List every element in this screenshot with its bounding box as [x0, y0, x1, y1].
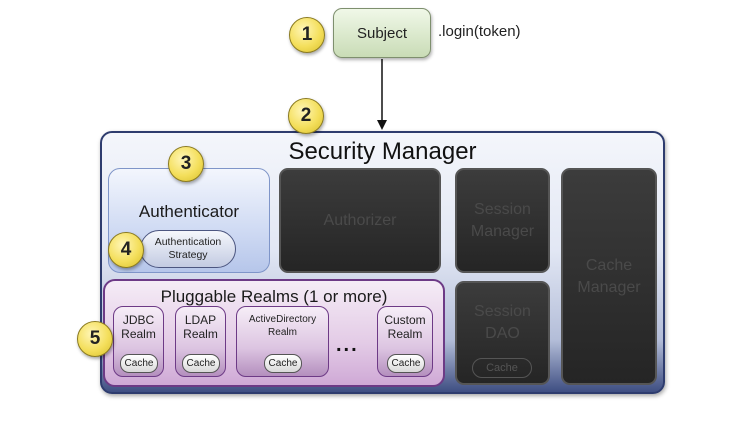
authentication-strategy-line2: Strategy	[168, 249, 208, 261]
step-badge-2: 2	[288, 98, 324, 134]
subject-node[interactable]: Subject	[333, 8, 431, 58]
realm-activedirectory[interactable]: ActiveDirectory Realm Cache	[236, 306, 329, 377]
step-badge-4: 4	[108, 232, 144, 268]
authorizer-box[interactable]: Authorizer	[279, 168, 441, 273]
more-realms-ellipsis: ...	[336, 334, 359, 356]
step-badge-5: 5	[77, 321, 113, 357]
realm-activedirectory-cache: Cache	[264, 354, 302, 373]
authenticator-title: Authenticator	[138, 202, 240, 221]
login-method-label: .login(token)	[438, 23, 521, 40]
session-manager-line2: Manager	[470, 222, 535, 240]
realm-jdbc[interactable]: JDBC Realm Cache	[113, 306, 164, 377]
session-dao-box[interactable]: Session DAO	[455, 281, 550, 385]
realm-custom-line2: Realm	[387, 327, 423, 341]
cache-manager-line1: Cache	[585, 256, 633, 274]
realm-ldap[interactable]: LDAP Realm Cache	[175, 306, 226, 377]
session-manager-line1: Session	[474, 200, 531, 218]
realm-jdbc-line2: Realm	[121, 327, 156, 341]
realm-jdbc-line1: JDBC	[122, 313, 155, 327]
pluggable-realms-title: Pluggable Realms (1 or more)	[160, 287, 388, 306]
session-manager-box[interactable]: Session Manager	[455, 168, 550, 273]
realm-custom-cache: Cache	[387, 354, 425, 373]
security-manager-title: Security Manager	[288, 138, 477, 165]
session-dao-line2: DAO	[485, 325, 520, 342]
cache-manager-box[interactable]: Cache Manager	[561, 168, 657, 385]
session-dao-line1: Session	[474, 303, 531, 320]
step-badge-1: 1	[289, 17, 325, 53]
realm-ldap-line2: Realm	[183, 327, 218, 341]
authorizer-label: Authorizer	[323, 211, 397, 229]
realm-custom-line1: Custom	[384, 313, 426, 327]
subject-label: Subject	[356, 24, 408, 42]
step-badge-3: 3	[168, 146, 204, 182]
realm-custom[interactable]: Custom Realm Cache	[377, 306, 433, 377]
cache-manager-line2: Manager	[577, 278, 641, 296]
realm-activedirectory-line1: ActiveDirectory	[248, 314, 317, 325]
realm-activedirectory-line2: Realm	[268, 327, 297, 338]
authentication-strategy-line1: Authentication	[154, 236, 222, 248]
realm-jdbc-cache: Cache	[120, 354, 158, 373]
authentication-strategy-node[interactable]: Authentication Strategy	[140, 230, 236, 268]
realm-ldap-cache: Cache	[182, 354, 220, 373]
session-dao-cache: Cache	[472, 358, 532, 378]
realm-ldap-line1: LDAP	[184, 313, 217, 327]
